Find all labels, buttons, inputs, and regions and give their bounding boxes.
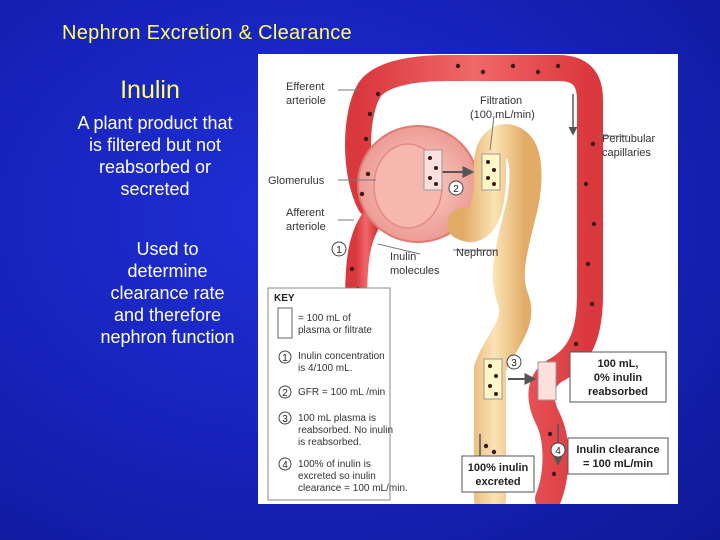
svg-text:100 mL plasma is: 100 mL plasma is <box>298 413 376 424</box>
label-inulin: Inulin <box>390 251 416 263</box>
peritubular-capillary <box>345 55 603 504</box>
usage-line: determine <box>127 261 208 281</box>
filtrate-box-tubule-bottom <box>483 358 503 400</box>
svg-text:2: 2 <box>453 184 459 195</box>
usage-line: nephron function <box>100 327 235 347</box>
diagram-marker-4: 4 <box>550 442 566 458</box>
plasma-box-capsule <box>423 149 443 191</box>
label-filtration: Filtration <box>480 95 522 107</box>
svg-text:3: 3 <box>511 358 517 369</box>
svg-text:100 mL,: 100 mL, <box>598 358 639 370</box>
reabsorbed-plasma-box <box>537 361 557 401</box>
label-inulin-2: molecules <box>390 265 440 277</box>
key-title: KEY <box>274 293 295 304</box>
svg-text:is 4/100 mL.: is 4/100 mL. <box>298 363 352 374</box>
inulin-molecules <box>349 63 597 477</box>
nephron-diagram: Efferent arteriole Filtration (100 mL/mi… <box>258 54 678 504</box>
key-unit-box <box>277 307 293 339</box>
svg-text:clearance = 100 mL/min.: clearance = 100 mL/min. <box>298 483 408 494</box>
label-efferent: Efferent <box>286 81 324 93</box>
diagram-marker-3: 3 <box>506 354 522 370</box>
svg-text:1: 1 <box>336 245 342 256</box>
svg-text:2: 2 <box>282 388 288 399</box>
svg-text:plasma or filtrate: plasma or filtrate <box>298 325 372 336</box>
description-line: reabsorbed or <box>98 157 212 177</box>
svg-text:Inulin clearance: Inulin clearance <box>576 444 659 456</box>
label-efferent-2: arteriole <box>286 95 326 107</box>
inulin-description: A plant product that is filtered but not… <box>30 112 280 200</box>
svg-text:100% of inulin is: 100% of inulin is <box>298 459 371 470</box>
svg-text:4: 4 <box>555 446 561 457</box>
svg-text:is reabsorbed.: is reabsorbed. <box>298 437 361 448</box>
svg-text:excreted so inulin: excreted so inulin <box>298 471 376 482</box>
filtrate-box-tubule-top <box>481 153 501 191</box>
label-afferent: Afferent <box>286 207 324 219</box>
diagram-marker-1: 1 <box>331 241 347 257</box>
description-line: A plant product that <box>77 113 233 133</box>
usage-line: clearance rate <box>110 283 225 303</box>
diagram-marker-2: 2 <box>448 180 464 196</box>
svg-text:reabsorbed: reabsorbed <box>588 386 648 398</box>
pointer-lines <box>338 89 628 255</box>
svg-text:1: 1 <box>282 353 288 364</box>
description-line: secreted <box>120 179 190 199</box>
svg-text:excreted: excreted <box>475 476 520 488</box>
svg-text:Inulin concentration: Inulin concentration <box>298 351 385 362</box>
excreted-callout: 100% inulin excreted <box>461 455 535 493</box>
label-afferent-2: arteriole <box>286 221 326 233</box>
svg-text:= 100 mL/min: = 100 mL/min <box>583 458 653 470</box>
reabsorbed-callout: 100 mL, 0% inulin reabsorbed <box>569 351 667 403</box>
description-line: is filtered but not <box>88 135 222 155</box>
svg-text:100% inulin: 100% inulin <box>468 462 529 474</box>
diagram-key: KEY = 100 mL of plasma or filtrate 1 Inu… <box>267 287 408 501</box>
svg-text:= 100 mL of: = 100 mL of <box>298 313 351 324</box>
svg-text:3: 3 <box>282 414 288 425</box>
svg-text:4: 4 <box>282 460 288 471</box>
inulin-usage: Used to determine clearance rate and the… <box>40 238 295 348</box>
svg-text:GFR = 100 mL /min: GFR = 100 mL /min <box>298 387 385 398</box>
inulin-heading: Inulin <box>120 76 180 104</box>
nephron-diagram-svg: Efferent arteriole Filtration (100 mL/mi… <box>267 55 669 504</box>
clearance-callout: Inulin clearance = 100 mL/min <box>567 437 669 475</box>
svg-text:reabsorbed. No inulin: reabsorbed. No inulin <box>298 425 393 436</box>
slide-title: Nephron Excretion & Clearance <box>62 22 352 44</box>
label-nephron: Nephron <box>456 247 498 259</box>
svg-text:0% inulin: 0% inulin <box>594 372 643 384</box>
usage-line: Used to <box>136 239 199 259</box>
label-peritubular: Peritubular <box>602 133 656 145</box>
label-filtration-rate: (100 mL/min) <box>470 109 535 121</box>
label-peritubular-2: capillaries <box>602 147 651 159</box>
label-glomerulus: Glomerulus <box>268 175 325 187</box>
usage-line: and therefore <box>113 305 222 325</box>
